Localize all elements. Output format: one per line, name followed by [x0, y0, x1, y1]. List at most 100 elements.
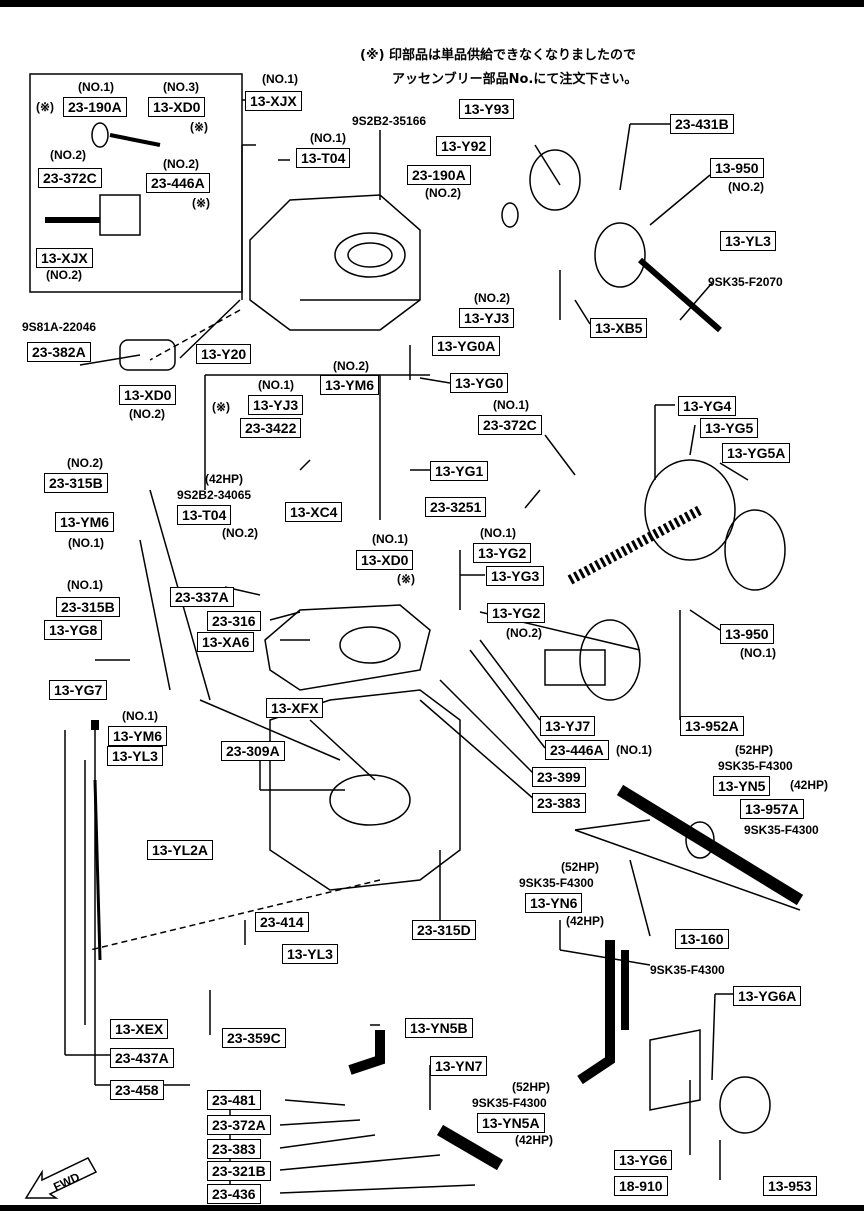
part-label-23-372C: 23-372C [478, 415, 542, 435]
supply-note-line2: アッセンブリー部品No.にて注文下さい。 [392, 72, 638, 87]
part-label-13-953: 13-953 [763, 1176, 817, 1196]
carburetor-throat-inner [347, 242, 393, 268]
annotation-no1: (NO.1) [372, 532, 408, 546]
leader [309, 719, 376, 781]
hose [577, 940, 615, 1085]
rod [638, 257, 722, 333]
part-label-23-315B: 23-315B [56, 597, 120, 617]
leader [284, 1099, 346, 1106]
part-number: 9SK35-F2070 [708, 275, 783, 289]
part-label-23-359C: 23-359C [222, 1028, 286, 1048]
part-label-13-950: 13-950 [720, 624, 774, 644]
part-label-13-YJ3: 13-YJ3 [459, 308, 515, 328]
leader [439, 679, 536, 776]
part-label-13-YN5B: 13-YN5B [405, 1018, 473, 1038]
part-number: 9S2B2-35166 [352, 114, 427, 128]
choke-piston [544, 649, 606, 686]
part-label-13-952A: 13-952A [680, 716, 744, 736]
forward-arrow-icon: FWD [24, 1157, 98, 1199]
hose-lower [348, 1030, 385, 1075]
annotation-no2: (NO.2) [46, 268, 82, 282]
choke-housing [644, 459, 736, 561]
carburetor-top-body [249, 194, 421, 331]
annotation-hp: (52HP) [512, 1080, 551, 1094]
annotation-no2: (NO.2) [50, 148, 86, 162]
annotation-no1: (NO.1) [310, 131, 346, 145]
annotation-hp: (52HP) [735, 743, 774, 757]
part-label-13-XA6: 13-XA6 [197, 632, 255, 652]
part-label-13-XJX: 13-XJX [36, 248, 93, 268]
supply-note-line1: (※) 印部品は単品供給できなくなりましたので [360, 48, 637, 63]
part-label-23-481: 23-481 [207, 1090, 261, 1110]
part-label-23-383: 23-383 [207, 1139, 261, 1159]
dashed-guide [149, 309, 241, 361]
part-label-23-436: 23-436 [207, 1184, 261, 1204]
part-label-13-957A: 13-957A [740, 799, 804, 819]
part-label-13-YM6: 13-YM6 [55, 512, 115, 532]
part-label-13-YG6: 13-YG6 [614, 1150, 673, 1170]
part-label-23-309A: 23-309A [221, 741, 285, 761]
part-label-13-950: 13-950 [710, 158, 764, 178]
part-label-13-YL3: 13-YL3 [720, 231, 776, 251]
part-label-13-Y92: 13-Y92 [436, 136, 492, 156]
top-border [0, 0, 864, 7]
part-label-13-YM6: 13-YM6 [108, 726, 168, 746]
annotation-no1: (NO.1) [68, 536, 104, 550]
leader [719, 462, 749, 481]
part-label-23-431B: 23-431B [670, 114, 734, 134]
part-label-23-458: 23-458 [110, 1080, 164, 1100]
annotation-no2: (NO.2) [506, 626, 542, 640]
part-label-13-T04: 13-T04 [177, 505, 232, 525]
part-label-13-YJ3: 13-YJ3 [248, 395, 304, 415]
carburetor-throat [334, 232, 406, 278]
part-label-13-XFX: 13-XFX [266, 698, 324, 718]
part-label-23-316: 23-316 [207, 611, 261, 631]
part-label-13-YL2A: 13-YL2A [147, 840, 214, 860]
gasket [264, 604, 431, 691]
part-number: 9SK35-F4300 [519, 876, 594, 890]
part-label-23-437A: 23-437A [110, 1048, 174, 1068]
supply-note: (※) 印部品は単品供給できなくなりましたので アッセンブリー部品No.にて注文… [360, 44, 637, 92]
leader [299, 459, 311, 471]
annotation-mark: (※) [190, 120, 209, 134]
annotation-mark: (※) [36, 100, 55, 114]
solenoid [119, 339, 176, 371]
annotation-no2: (NO.2) [222, 526, 258, 540]
diaphragm [501, 202, 519, 228]
part-label-13-YG1: 13-YG1 [430, 461, 489, 481]
part-label-13-YG4: 13-YG4 [678, 396, 737, 416]
annotation-no2: (NO.2) [474, 291, 510, 305]
part-number: 9S81A-22046 [22, 320, 97, 334]
inset-diaphragm [91, 122, 109, 148]
annotation-mark: (※) [397, 572, 416, 586]
annotation-no2: (NO.2) [333, 359, 369, 373]
part-label-13-T04: 13-T04 [296, 148, 351, 168]
fuel-filter [685, 821, 715, 859]
leader [574, 819, 651, 831]
annotation-hp: (42HP) [790, 778, 829, 792]
part-label-13-YG2: 13-YG2 [487, 603, 546, 623]
carburetor-main-body [269, 689, 461, 891]
leader [544, 434, 576, 476]
part-label-13-YL3: 13-YL3 [107, 746, 163, 766]
annotation-mark: (※) [212, 400, 231, 414]
diaphragm-cover [529, 149, 581, 211]
leader [419, 699, 536, 801]
leader [711, 993, 716, 1081]
part-number: 9SK35-F4300 [718, 759, 793, 773]
part-label-23-315B: 23-315B [44, 473, 108, 493]
part-number: 9SK35-F4300 [744, 823, 819, 837]
inset-pin [109, 133, 161, 147]
part-label-23-372A: 23-372A [207, 1115, 271, 1135]
part-label-13-YJ7: 13-YJ7 [540, 716, 596, 736]
part-number: 9SK35-F4300 [472, 1096, 547, 1110]
annotation-no1: (NO.1) [493, 398, 529, 412]
leader [279, 1134, 376, 1149]
part-label-13-YN5A: 13-YN5A [477, 1113, 545, 1133]
choke-piston-disk [579, 619, 641, 701]
part-label-13-YG0: 13-YG0 [450, 373, 509, 393]
fuel-pump-plate [649, 1029, 701, 1111]
leader [139, 539, 171, 691]
vacuum-actuator [594, 222, 646, 288]
